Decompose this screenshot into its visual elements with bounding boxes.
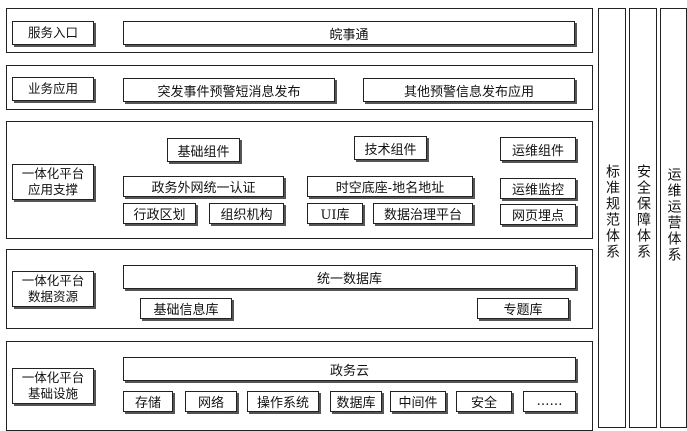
- gov-cloud-box: 政务云: [123, 357, 576, 381]
- basic-components-header: 基础组件: [167, 138, 240, 162]
- ops-monitor-box: 运维监控: [500, 178, 576, 199]
- unified-database-box: 统一数据库: [123, 265, 576, 289]
- ui-library-box: UI库: [307, 203, 363, 224]
- tech-components-header: 技术组件: [354, 136, 427, 160]
- organization-box: 组织机构: [209, 203, 284, 224]
- app-support-layer: [6, 121, 593, 239]
- network-box: 网络: [185, 391, 237, 412]
- security-system-column: 安全保障体系: [629, 8, 657, 428]
- standards-system-column: 标准规范体系: [598, 8, 626, 428]
- business-apps-label: 业务应用: [12, 77, 94, 101]
- infrastructure-label: 一体化平台 基础设施: [12, 368, 94, 404]
- web-tracking-box: 网页埋点: [500, 204, 576, 225]
- operations-system-label: 运维运营体系: [665, 167, 682, 263]
- middleware-box: 中间件: [390, 391, 446, 412]
- infrastructure-layer: [6, 341, 593, 431]
- data-resources-label: 一体化平台 数据资源: [12, 271, 94, 307]
- unified-auth-box: 政务外网统一认证: [123, 176, 284, 197]
- other-warning-box: 其他预警信息发布应用: [363, 78, 575, 102]
- storage-box: 存储: [123, 391, 173, 412]
- app-support-label: 一体化平台 应用支撑: [12, 164, 94, 200]
- topic-db-box: 专题库: [477, 298, 569, 319]
- wanshitong-box: 皖事通: [123, 21, 575, 45]
- admin-division-box: 行政区划: [123, 203, 196, 224]
- data-governance-box: 数据治理平台: [373, 203, 473, 224]
- standards-system-label: 标准规范体系: [604, 164, 620, 260]
- os-box: 操作系统: [247, 391, 319, 412]
- ops-components-header: 运维组件: [500, 137, 576, 161]
- security-system-label: 安全保障体系: [635, 164, 651, 260]
- spatiotemporal-base-box: 时空底座-地名地址: [307, 176, 473, 197]
- operations-system-column: 运维运营体系: [660, 8, 687, 428]
- basic-info-db-box: 基础信息库: [140, 298, 232, 319]
- emergency-sms-box: 突发事件预警短消息发布: [123, 78, 335, 102]
- ellipsis-box: ……: [523, 391, 576, 412]
- database-box: 数据库: [330, 391, 382, 412]
- service-entry-label: 服务入口: [12, 21, 94, 45]
- security-box: 安全: [456, 391, 512, 412]
